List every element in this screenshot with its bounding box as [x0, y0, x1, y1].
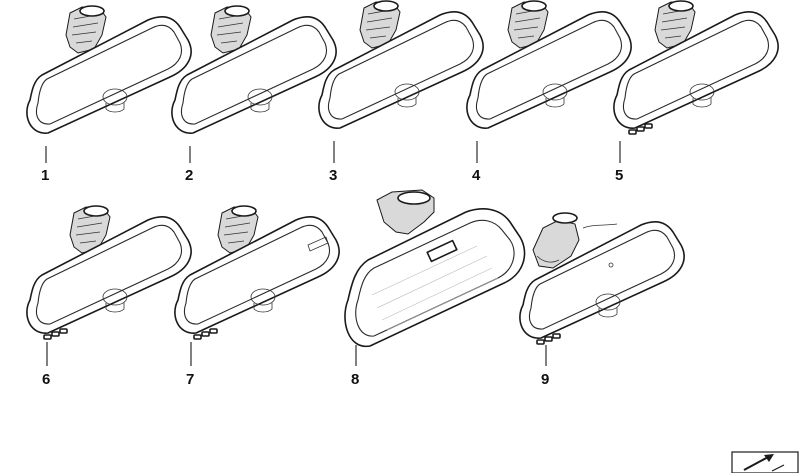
mirror-6 [26, 205, 192, 340]
callout-9: 9 [541, 371, 549, 388]
mirror-5 [613, 0, 779, 135]
callout-3: 3 [329, 167, 337, 184]
callout-8: 8 [351, 371, 359, 388]
mirror-9 [519, 212, 685, 345]
mirror-1 [26, 5, 192, 134]
mirror-4 [466, 0, 632, 129]
callout-4: 4 [472, 167, 481, 184]
mirror-8 [344, 189, 526, 347]
arrow-icon [731, 451, 799, 473]
mirror-7 [174, 205, 340, 340]
callout-5: 5 [615, 167, 623, 184]
callout-1: 1 [41, 167, 49, 184]
mirror-3 [318, 0, 484, 129]
callout-2: 2 [185, 167, 193, 184]
callout-7: 7 [186, 371, 194, 388]
callout-6: 6 [42, 371, 50, 388]
mirror-2 [171, 5, 337, 134]
